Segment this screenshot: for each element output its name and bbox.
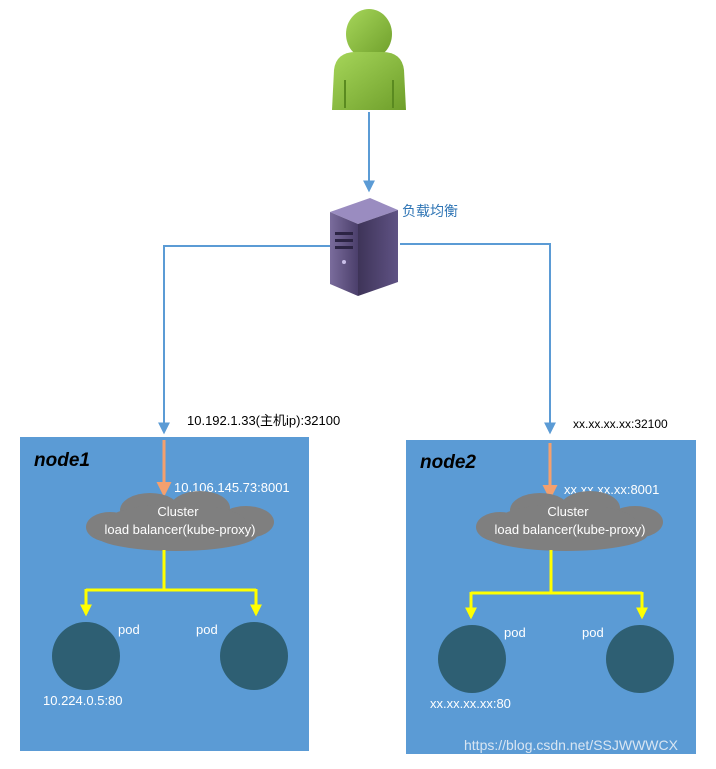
lb-to-node2-line	[400, 243, 556, 435]
node2-pod-ip: xx.xx.xx.xx:80	[430, 696, 511, 711]
server-icon	[330, 198, 398, 296]
node1-pod-ip: 10.224.0.5:80	[43, 693, 123, 708]
node1-cloud	[86, 491, 274, 551]
lb-label: 负载均衡	[402, 203, 458, 219]
node1-entry-label: 10.192.1.33(主机ip):32100	[187, 413, 340, 428]
lb-to-node1-line	[158, 245, 330, 435]
node1-cloud-line1: Cluster	[157, 504, 199, 519]
node2-pod-left	[438, 625, 506, 693]
node2-title: node2	[420, 452, 476, 473]
node2-cloud	[476, 491, 663, 551]
node2-cloud-line1: Cluster	[547, 504, 589, 519]
node1-cloud-line2: load balancer(kube-proxy)	[104, 522, 255, 537]
user-icon	[332, 9, 406, 110]
node1-pod-right	[220, 622, 288, 690]
node1-title: node1	[34, 450, 90, 471]
node2-pod-right	[606, 625, 674, 693]
node1-pod-left-label: pod	[118, 622, 140, 637]
watermark: https://blog.csdn.net/SSJWWWCX	[464, 737, 679, 753]
node1-pod-left	[52, 622, 120, 690]
node2-yellow-lines	[465, 550, 648, 620]
node2-cloud-line2: load balancer(kube-proxy)	[494, 522, 645, 537]
node1-pod-right-label: pod	[196, 622, 218, 637]
node2-pod-left-label: pod	[504, 625, 526, 640]
node2-entry-label: xx.xx.xx.xx:32100	[573, 417, 668, 431]
node2-pod-right-label: pod	[582, 625, 604, 640]
node1-yellow-lines	[80, 550, 262, 617]
